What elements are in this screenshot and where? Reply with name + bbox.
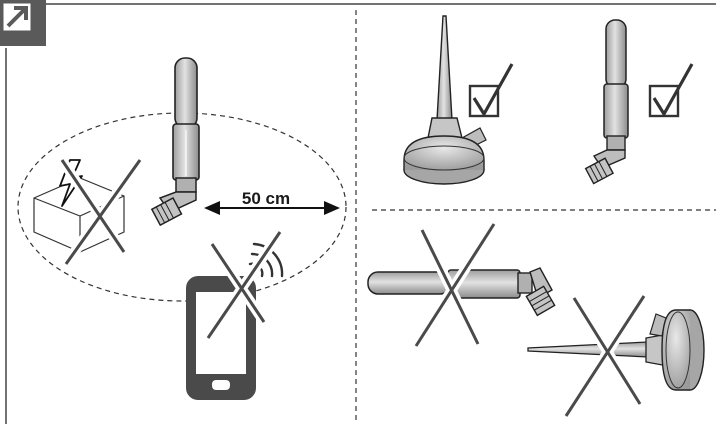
forbidden-cross-icon bbox=[57, 155, 145, 269]
keep-out-zone bbox=[17, 112, 347, 302]
page-frame bbox=[5, 3, 716, 424]
left-panel: 50 cm bbox=[17, 57, 347, 400]
electric-hazard-icon bbox=[59, 159, 83, 207]
top-right-panel bbox=[403, 15, 694, 185]
mobile-phone-icon bbox=[186, 276, 256, 400]
horizontal-magnetic-antenna-icon bbox=[527, 309, 705, 391]
magnetic-base-antenna-icon bbox=[403, 15, 487, 185]
antenna-icon bbox=[150, 57, 200, 227]
antenna-icon bbox=[584, 19, 629, 185]
forbidden-cross-icon bbox=[561, 291, 649, 421]
bottom-right-panel bbox=[367, 219, 705, 421]
distance-arrow bbox=[204, 201, 340, 215]
forbidden-cross-icon bbox=[203, 227, 285, 343]
check-box-icon bbox=[468, 63, 514, 118]
forbidden-cross-icon bbox=[411, 219, 499, 351]
check-box-icon bbox=[648, 63, 694, 118]
distance-label: 50 cm bbox=[242, 189, 290, 208]
section-badge-icon bbox=[0, 0, 46, 46]
